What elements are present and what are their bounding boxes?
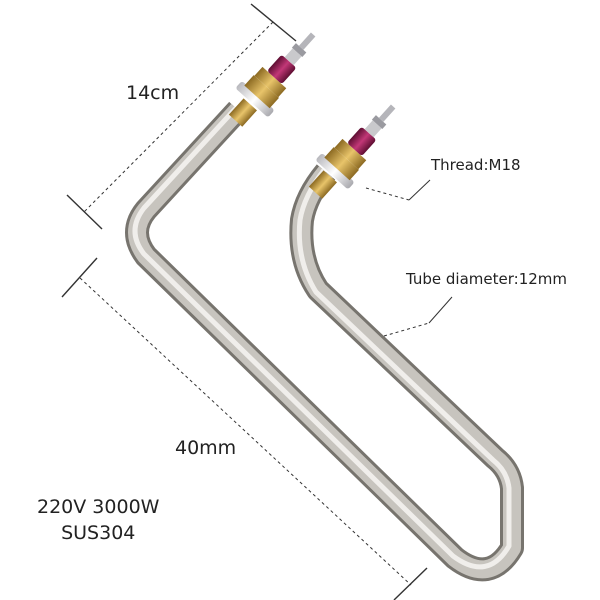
left-terminal <box>228 32 316 127</box>
spec-material: SUS304 <box>61 522 136 544</box>
stainless-tube <box>125 101 524 582</box>
length-dimension <box>61 257 428 600</box>
spec-power: 220V 3000W <box>37 496 160 518</box>
tube-diameter-leader <box>383 296 453 337</box>
right-terminal <box>308 104 396 199</box>
thread-label: Thread:M18 <box>431 156 521 174</box>
width-label: 14cm <box>126 82 180 104</box>
spec-block: 220V 3000W SUS304 <box>37 494 159 546</box>
width-dimension <box>66 3 297 230</box>
length-label: 40mm <box>175 437 237 459</box>
tube-diameter-label: Tube diameter:12mm <box>406 270 568 288</box>
thread-leader <box>365 179 431 201</box>
